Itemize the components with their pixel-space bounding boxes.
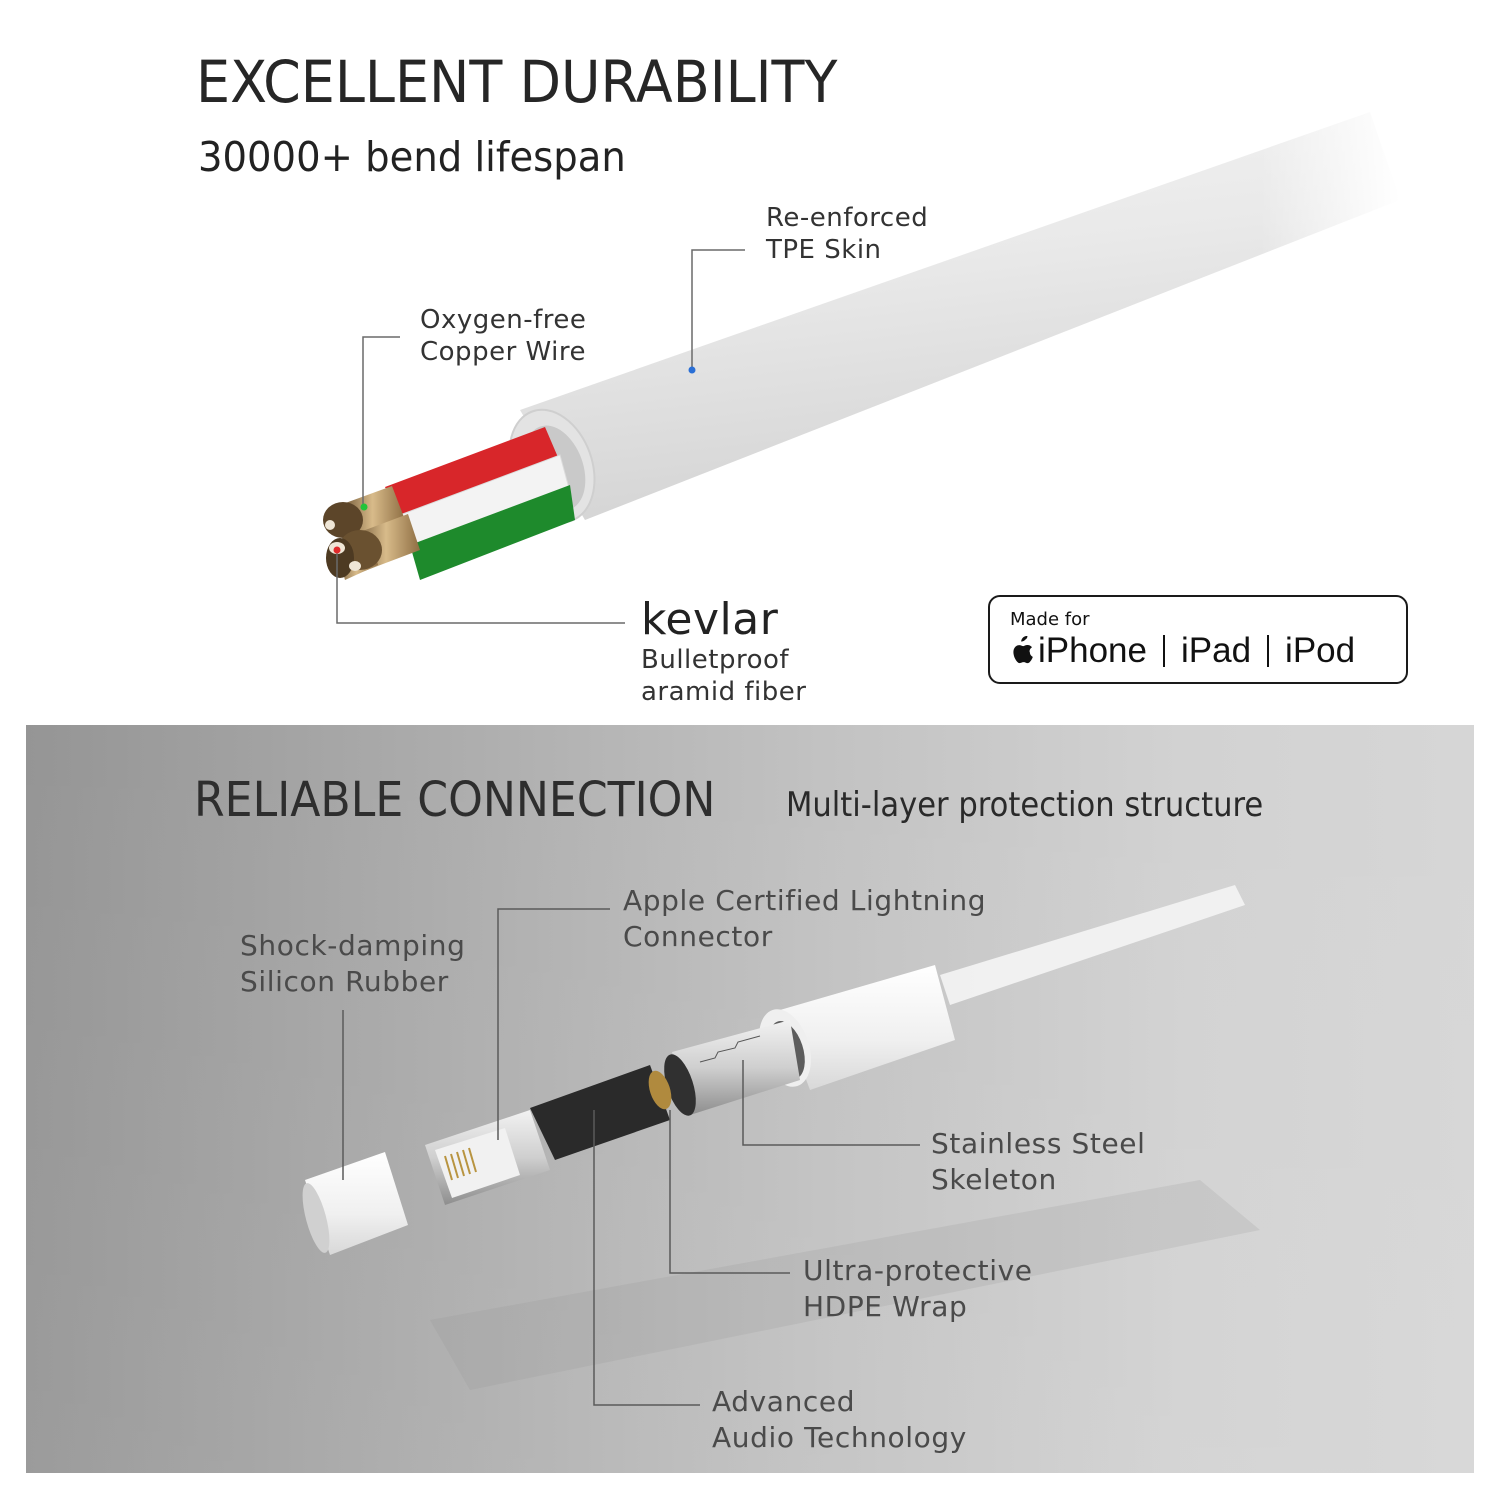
cable-cross-section-illustration [323,90,1400,624]
stainless-steel-label: Stainless Steel Skeleton [931,1126,1146,1198]
silicon-cap [302,1152,408,1255]
copper-wire-label: Oxygen-free Copper Wire [420,304,586,368]
lightning-line2: Connector [623,920,773,953]
shock-damping-label: Shock-damping Silicon Rubber [240,928,465,1000]
tpe-skin-line2: TPE Skin [766,235,882,265]
connection-panel [26,725,1474,1473]
audio-line2: Audio Technology [712,1421,967,1454]
shock-line2: Silicon Rubber [240,965,449,998]
tpe-dot [688,366,696,374]
copper-strands [323,486,420,580]
shock-line1: Shock-damping [240,929,466,962]
mfi-device-ipod: iPod [1285,631,1356,670]
tpe-skin-label: Re-enforced TPE Skin [766,202,928,266]
tpe-jacket [508,90,1400,524]
mfi-made-for: Made for [1010,609,1090,630]
kevlar-line1: Bulletproof [641,645,790,675]
mfi-divider [1162,635,1165,667]
mfi-device-row: iPhone iPad iPod [1008,631,1355,671]
stainless-skeleton [664,1020,800,1116]
tpe-skin-line1: Re-enforced [766,203,929,233]
mfi-device-ipad: iPad [1180,631,1252,670]
hdpe-line2: HDPE Wrap [803,1290,968,1323]
mfi-badge: Made for iPhone iPad iPod [988,595,1408,684]
steel-line2: Skeleton [931,1163,1057,1196]
lightning-connector-label: Apple Certified Lightning Connector [623,883,986,955]
connection-title: RELIABLE CONNECTION [194,772,716,828]
mfi-device-iphone: iPhone [1038,631,1147,670]
panel-shade [26,725,1474,1473]
apple-logo-icon [1013,636,1033,664]
kevlar-label: kevlar Bulletproof aramid fiber [641,596,806,708]
copper-wire-line1: Oxygen-free [420,305,587,335]
durability-subtitle: 30000+ bend lifespan [198,133,626,181]
copper-dot [360,503,368,511]
kevlar-heading: kevlar [641,594,779,645]
lightning-line1: Apple Certified Lightning [623,884,987,917]
inner-wires [385,427,575,580]
kevlar-line2: aramid fiber [641,677,807,707]
durability-title: EXCELLENT DURABILITY [196,48,838,116]
lightning-connector-exploded-illustration [302,885,1260,1406]
kevlar-dot [333,546,341,554]
audio-line1: Advanced [712,1385,856,1418]
leader-lines-top [336,249,745,624]
mfi-divider [1267,635,1270,667]
audio-chip [530,1065,672,1160]
leader-lines-bottom [342,908,920,1406]
hdpe-line1: Ultra-protective [803,1254,1033,1287]
audio-technology-label: Advanced Audio Technology [712,1384,967,1456]
hdpe-wrap-label: Ultra-protective HDPE Wrap [803,1253,1033,1325]
connection-subtitle: Multi-layer protection structure [786,785,1264,825]
steel-line1: Stainless Steel [931,1127,1146,1160]
lightning-plug [425,1110,550,1205]
copper-wire-line2: Copper Wire [420,337,586,367]
